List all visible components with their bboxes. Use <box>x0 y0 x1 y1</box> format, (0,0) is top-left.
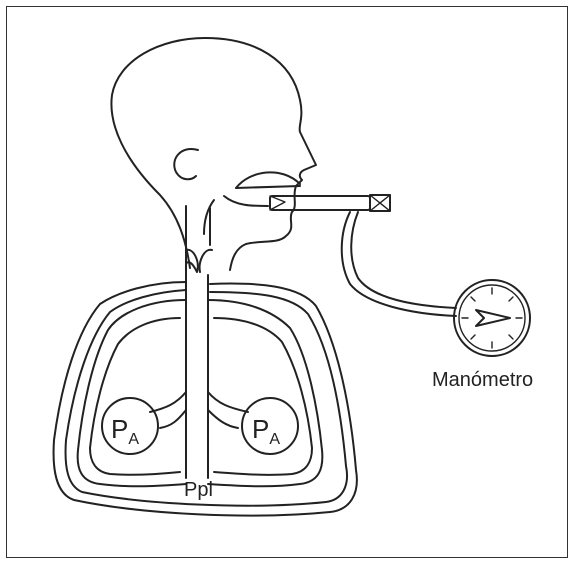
oral-cavity <box>204 172 300 234</box>
left-lung <box>78 300 186 486</box>
manometer-label: Manómetro <box>432 369 533 391</box>
manometer-line <box>342 212 456 316</box>
trachea <box>186 206 212 478</box>
right-lung <box>208 300 322 486</box>
head-outline <box>111 38 316 270</box>
alveolar-pressure-right-label: PA <box>252 414 280 448</box>
gauge-icon <box>454 280 530 356</box>
bronchi <box>150 392 248 428</box>
pleural-pressure-label: Ppl <box>184 479 213 501</box>
alveolar-pressure-left-label: PA <box>111 414 139 448</box>
mouthpiece-tube <box>270 195 390 211</box>
